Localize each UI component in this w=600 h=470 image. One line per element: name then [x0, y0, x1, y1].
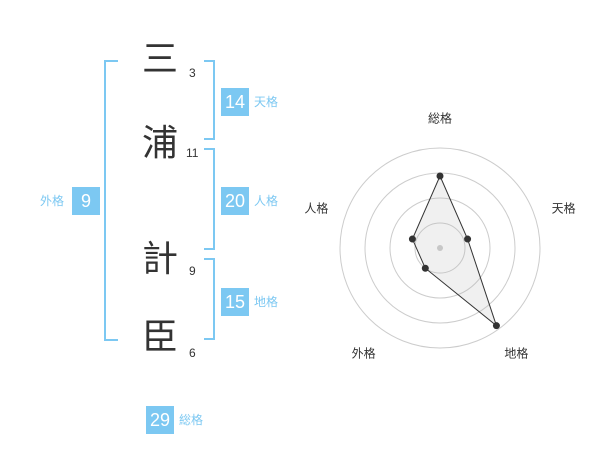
gaikaku-label: 外格: [40, 194, 65, 208]
radar-point-1: [464, 235, 472, 243]
radar-axis-label-1: 天格: [551, 201, 576, 216]
radar-axis-label-2: 地格: [504, 346, 529, 361]
radar-axis-label-3: 外格: [351, 346, 376, 361]
chikaku-label: 地格: [254, 295, 279, 309]
soukaku-label: 総格: [179, 413, 204, 427]
radar-point-0: [436, 172, 444, 180]
stroke-count-2: 11: [186, 146, 199, 160]
gaikaku-bracket: [104, 60, 118, 341]
radar-point-2: [492, 322, 500, 330]
stroke-count-1: 3: [189, 66, 196, 80]
radar-axis-label-4: 人格: [304, 201, 329, 216]
jinkaku-label: 人格: [254, 194, 279, 208]
tenkaku-label: 天格: [254, 95, 279, 109]
radar-center: [437, 245, 443, 251]
name-char-1: 三: [141, 39, 178, 80]
radar-ring-1: [414, 222, 466, 274]
jinkaku-bracket: [204, 148, 215, 250]
radar-axis-label-0: 総格: [427, 111, 453, 126]
jinkaku-value: 20: [221, 187, 249, 215]
name-char-2: 浦: [141, 123, 178, 164]
radar-polygon: [411, 174, 498, 328]
stroke-count-3: 9: [189, 264, 196, 278]
radar-ring-2: [389, 197, 491, 299]
radar-point-3: [421, 264, 429, 272]
tenkaku-value: 14: [221, 88, 249, 116]
chikaku-bracket: [204, 258, 215, 340]
stroke-count-4: 6: [189, 346, 196, 360]
soukaku-value: 29: [146, 406, 174, 434]
chikaku-value: 15: [221, 288, 249, 316]
tenkaku-bracket: [204, 60, 215, 140]
radar-point-4: [408, 235, 416, 243]
gaikaku-value: 9: [72, 187, 100, 215]
radar-ring-4: [339, 147, 541, 349]
name-char-3: 計: [141, 239, 178, 280]
name-char-4: 臣: [141, 317, 178, 358]
